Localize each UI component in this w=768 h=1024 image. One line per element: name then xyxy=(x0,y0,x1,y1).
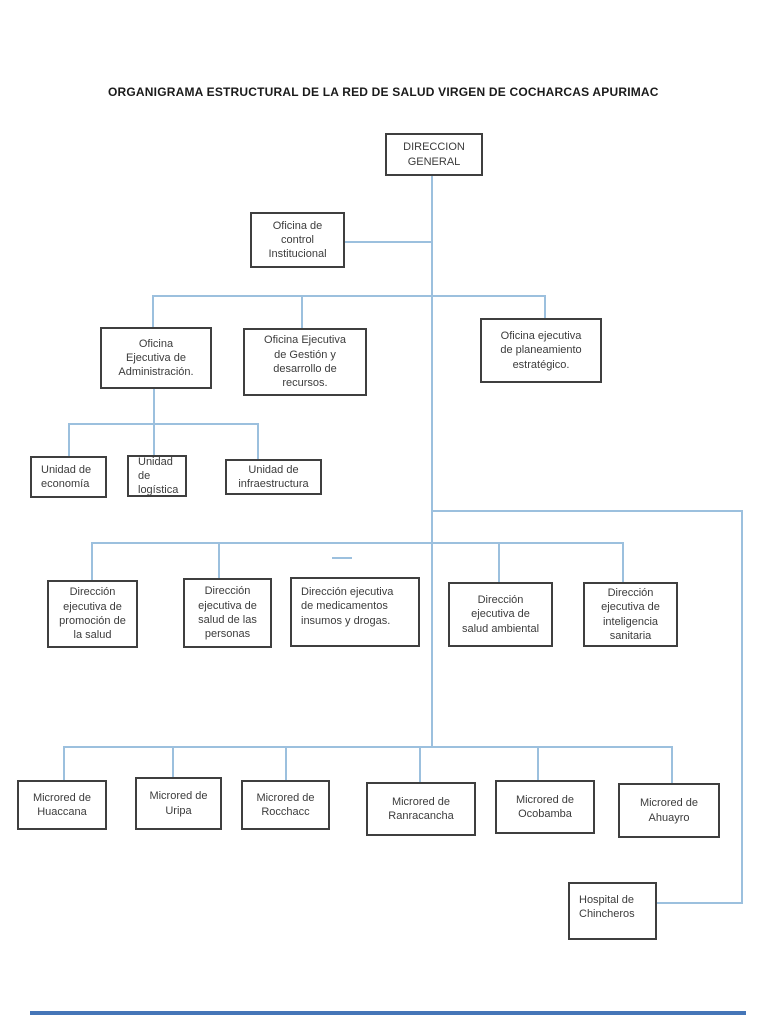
connector-branch3-ranracancha xyxy=(419,746,421,782)
connector-branch3-ocobamba xyxy=(537,746,539,780)
connector-hospital-horizontal xyxy=(657,902,743,904)
node-direccion-inteligencia-sanitaria: Dirección ejecutiva de inteligencia sani… xyxy=(583,582,678,647)
node-direccion-medicamentos: Dirección ejecutiva de medicamentos insu… xyxy=(290,577,420,647)
connector-branch2-horizontal xyxy=(91,542,624,544)
connector-branch3-horizontal xyxy=(63,746,673,748)
connector-main-vertical xyxy=(431,175,433,747)
connector-branch2-medicamentos-dash xyxy=(332,557,352,559)
node-microred-ocobamba: Microred de Ocobamba xyxy=(495,780,595,834)
node-unidad-infraestructura: Unidad de infraestructura xyxy=(225,459,322,495)
connector-right-edge-vertical xyxy=(741,510,743,904)
node-direccion-general: DIRECCION GENERAL xyxy=(385,133,483,176)
node-microred-huaccana: Microred de Huaccana xyxy=(17,780,107,830)
node-oficina-gestion-recursos: Oficina Ejecutiva de Gestión y desarroll… xyxy=(243,328,367,396)
connector-branch2-personas xyxy=(218,542,220,578)
node-direccion-salud-ambiental: Dirección ejecutiva de salud ambiental xyxy=(448,582,553,647)
node-microred-uripa: Microred de Uripa xyxy=(135,777,222,830)
connector-unidad-infraestructura xyxy=(257,423,259,459)
connector-right-branch-horizontal xyxy=(431,510,743,512)
connector-branch1-gestion xyxy=(301,295,303,328)
page-title: ORGANIGRAMA ESTRUCTURAL DE LA RED DE SAL… xyxy=(108,85,659,99)
connector-branch2-promocion xyxy=(91,542,93,580)
connector-branch3-rocchacc xyxy=(285,746,287,780)
node-oficina-administracion: Oficina Ejecutiva de Administración. xyxy=(100,327,212,389)
node-oficina-control-institucional: Oficina de control Institucional xyxy=(250,212,345,268)
connector-unidad-economia xyxy=(68,423,70,456)
connector-branch1-horizontal xyxy=(152,295,546,297)
connector-administracion-unidades xyxy=(153,389,155,424)
node-unidad-logistica: Unidad de logística xyxy=(127,455,187,497)
connector-unidad-logistica xyxy=(153,423,155,455)
connector-branch3-ahuayro xyxy=(671,746,673,783)
connector-branch2-inteligencia xyxy=(622,542,624,582)
node-hospital-chincheros: Hospital de Chincheros xyxy=(568,882,657,940)
connector-branch1-administracion xyxy=(152,295,154,327)
connector-unidades-horizontal xyxy=(68,423,258,425)
connector-branch1-planeamiento xyxy=(544,295,546,318)
node-oficina-planeamiento: Oficina ejecutiva de planeamiento estrat… xyxy=(480,318,602,383)
node-microred-rocchacc: Microred de Rocchacc xyxy=(241,780,330,830)
page-bottom-line xyxy=(30,1011,746,1015)
node-direccion-salud-personas: Dirección ejecutiva de salud de las pers… xyxy=(183,578,272,648)
node-direccion-promocion-salud: Dirección ejecutiva de promoción de la s… xyxy=(47,580,138,648)
node-unidad-economia: Unidad de economía xyxy=(30,456,107,498)
connector-branch3-uripa xyxy=(172,746,174,777)
connector-branch3-huaccana xyxy=(63,746,65,780)
node-microred-ranracancha: Microred de Ranracancha xyxy=(366,782,476,836)
node-microred-ahuayro: Microred de Ahuayro xyxy=(618,783,720,838)
connector-control-horizontal xyxy=(345,241,431,243)
connector-branch2-ambiental xyxy=(498,542,500,582)
